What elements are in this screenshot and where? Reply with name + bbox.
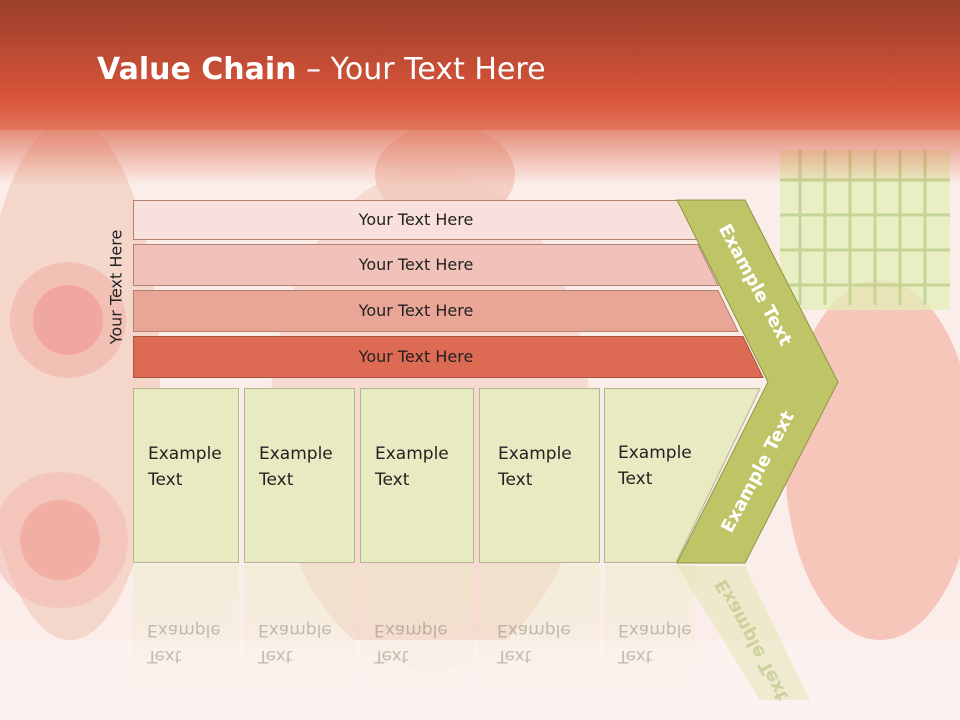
box-5-line1: Example bbox=[618, 443, 692, 463]
header-band bbox=[0, 0, 960, 130]
title-bold: Value Chain bbox=[97, 52, 297, 87]
header-fade bbox=[0, 125, 960, 185]
box-4-line2: Text bbox=[498, 470, 533, 490]
bar-4-label: Your Text Here bbox=[358, 347, 474, 366]
title-rest: – Your Text Here bbox=[296, 52, 546, 87]
bar-2-label: Your Text Here bbox=[358, 255, 474, 274]
bar-2-shape bbox=[133, 244, 719, 286]
box-1-line2: Text bbox=[148, 470, 183, 490]
bar-4-shape bbox=[133, 336, 764, 378]
bar-3-label: Your Text Here bbox=[358, 301, 474, 320]
box-3-line1: Example bbox=[375, 444, 449, 464]
bar-1-label: Your Text Here bbox=[358, 210, 474, 229]
box-3-line2: Text bbox=[375, 470, 410, 490]
box-2-line1: Example bbox=[259, 444, 333, 464]
box-4-line1: Example bbox=[498, 444, 572, 464]
slide-title: Value Chain – Your Text Here bbox=[97, 52, 546, 87]
bar-3-shape bbox=[133, 290, 739, 332]
box-2-line2: Text bbox=[259, 470, 294, 490]
box-5-line2: Text bbox=[618, 469, 653, 489]
box-1-line1: Example bbox=[148, 444, 222, 464]
